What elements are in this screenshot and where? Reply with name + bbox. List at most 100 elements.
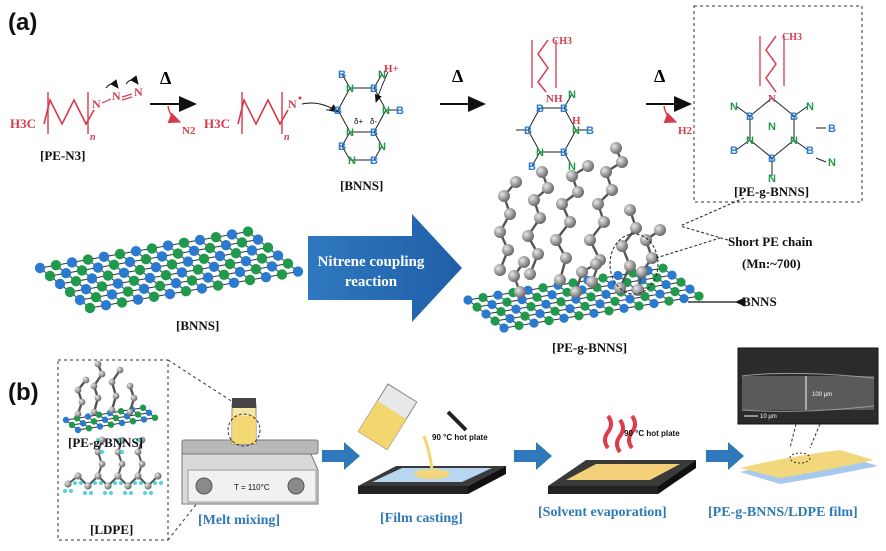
bnns-atom bbox=[164, 288, 176, 300]
bnns-atom bbox=[146, 243, 158, 254]
mini-atom bbox=[117, 408, 125, 415]
carbon-atom bbox=[534, 212, 546, 224]
carbon-atom bbox=[616, 156, 628, 168]
mini-atom bbox=[145, 409, 153, 416]
pegbnns-atom bbox=[562, 287, 572, 297]
pegbnns-atom bbox=[472, 302, 482, 312]
bnns-atom bbox=[34, 262, 46, 274]
bnns-atom bbox=[198, 253, 210, 264]
pegbnns-3d-label: [PE-g-BNNS] bbox=[552, 340, 627, 355]
process-arrow-2 bbox=[514, 442, 552, 470]
svg-text:B: B bbox=[338, 69, 346, 81]
n2-byproduct: N2 bbox=[182, 125, 196, 137]
svg-text:B: B bbox=[586, 125, 594, 137]
bnns-atom bbox=[212, 280, 224, 291]
nitrene-structure: H3C n N bbox=[204, 92, 339, 143]
sem-image: 100 μm 10 μm bbox=[737, 347, 879, 425]
panel-label-a: (a) bbox=[8, 9, 37, 36]
bnns-atom bbox=[118, 267, 130, 278]
sem-scale-10: 10 μm bbox=[760, 414, 777, 420]
carbon-atom bbox=[646, 252, 658, 264]
carbon-atom bbox=[108, 378, 116, 386]
mini-atom bbox=[62, 416, 70, 424]
svg-text:B: B bbox=[536, 103, 544, 115]
pegbnns-atom bbox=[610, 296, 620, 306]
carbon-atom bbox=[518, 256, 530, 268]
bnns-atom bbox=[154, 280, 166, 292]
pegbnns-atom bbox=[499, 323, 509, 333]
hotplate-label-1: 90 °C hot plate bbox=[432, 433, 488, 442]
mini-atom bbox=[74, 426, 82, 434]
carbon-atom bbox=[74, 386, 82, 394]
composition-box: [PE-g-BNNS] [LDPE] bbox=[57, 359, 169, 541]
bnns-atom bbox=[218, 269, 230, 280]
svg-text:N: N bbox=[378, 69, 386, 81]
bnns-atom bbox=[96, 281, 108, 292]
bnns-atom bbox=[90, 292, 102, 303]
pegbnns-atom bbox=[661, 280, 671, 290]
bnns-atom bbox=[84, 302, 96, 314]
pegbnns-atom bbox=[490, 316, 500, 326]
bnns-atom bbox=[204, 242, 216, 254]
pegbnns-atom bbox=[550, 306, 560, 316]
carbon-atom bbox=[606, 184, 618, 196]
mini-atom bbox=[139, 404, 147, 411]
pegbnns-structure: CH3 N B B N N N B N N B B N B N bbox=[730, 32, 836, 185]
carbon-atom bbox=[130, 394, 138, 402]
bnns-atom bbox=[50, 260, 62, 271]
h2-byproduct: H2 bbox=[678, 125, 693, 137]
bnns-atom bbox=[224, 258, 236, 270]
bnns-atom bbox=[246, 245, 258, 256]
carbon-atom bbox=[90, 382, 98, 390]
svg-text:N: N bbox=[346, 83, 354, 95]
bnns-atom bbox=[112, 278, 124, 289]
bnns-sheet-label: [BNNS] bbox=[176, 318, 219, 333]
melt-mixing-hotplate: T = 110°C bbox=[181, 398, 319, 505]
carbon-atom bbox=[610, 142, 622, 154]
delta-3: Δ bbox=[654, 66, 665, 86]
bnns-atom bbox=[82, 254, 94, 265]
svg-text:N: N bbox=[382, 105, 390, 117]
svg-text:N: N bbox=[112, 89, 121, 103]
bnns-atom bbox=[76, 265, 88, 276]
svg-text:N: N bbox=[568, 89, 576, 101]
pegbnns-atom bbox=[481, 309, 491, 319]
mini-atom bbox=[96, 423, 104, 430]
pegbnns-atom bbox=[547, 290, 557, 300]
step-final-film: [PE-g-BNNS/LDPE film] bbox=[708, 505, 858, 520]
pegbnns-atom bbox=[496, 306, 506, 317]
carbon-atom bbox=[598, 216, 610, 228]
svg-text:B: B bbox=[560, 147, 568, 159]
carbon-atom bbox=[564, 216, 576, 228]
carbon-atom bbox=[556, 198, 568, 210]
bnns-atom bbox=[54, 278, 66, 290]
carbon-atom bbox=[508, 270, 520, 282]
svg-text:B: B bbox=[334, 105, 342, 117]
pegbnns-atom bbox=[574, 311, 584, 321]
pegbnns-atom bbox=[613, 270, 623, 281]
film-casting-plate: 90 °C hot plate bbox=[357, 383, 506, 494]
svg-text:H: H bbox=[572, 115, 581, 127]
carbon-atom bbox=[78, 398, 86, 406]
bnns-atom bbox=[162, 240, 174, 251]
pegbnns-atom bbox=[511, 304, 521, 314]
carbon-atom bbox=[528, 194, 540, 206]
solvent-evaporation-plate: 90 °C hot plate bbox=[548, 414, 696, 494]
bnns-atom bbox=[150, 262, 162, 273]
bnns-atom bbox=[132, 294, 144, 305]
pegbnns-atom bbox=[532, 292, 542, 302]
pe-azide-label: [PE-N3] bbox=[40, 148, 86, 163]
bnns-atom bbox=[186, 275, 198, 286]
bnns-atom bbox=[250, 264, 262, 275]
bnns-atom bbox=[240, 256, 252, 267]
svg-text:N: N bbox=[92, 97, 101, 111]
bnns-atom bbox=[272, 250, 284, 261]
carbon-atom bbox=[112, 392, 120, 400]
svg-text:N: N bbox=[768, 93, 776, 105]
bnns-atom bbox=[86, 273, 98, 284]
carbon-atom bbox=[600, 166, 612, 178]
pegbnns-atom bbox=[604, 306, 614, 316]
svg-text:B: B bbox=[806, 145, 814, 157]
bnns-atom bbox=[176, 267, 188, 278]
carbon-atom bbox=[584, 234, 596, 246]
